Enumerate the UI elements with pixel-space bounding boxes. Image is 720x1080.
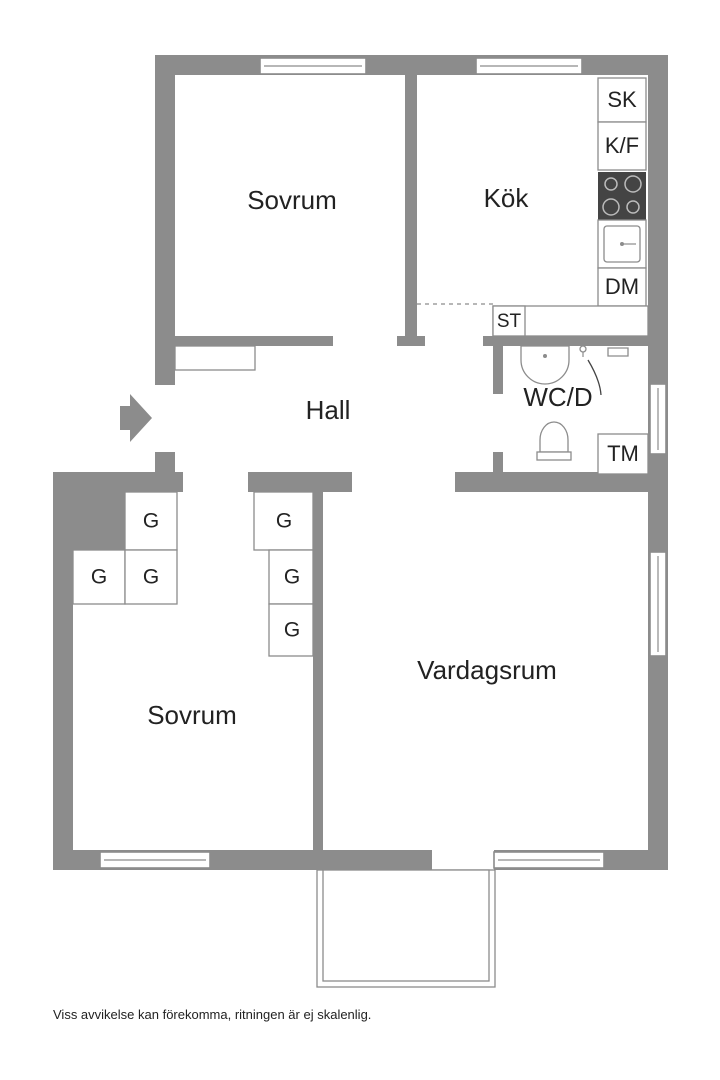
wardrobe-label: G: [143, 510, 159, 533]
disclaimer-text: Viss avvikelse kan förekomma, ritningen …: [53, 1007, 372, 1022]
wardrobe-label: G: [284, 619, 300, 642]
hall-shelf: [174, 345, 256, 371]
room-label-hall: Hall: [306, 395, 351, 425]
kitchen-appliances: [417, 77, 649, 337]
room-label-vardagsrum: Vardagsrum: [417, 655, 557, 685]
openings: [156, 385, 494, 871]
balcony: [316, 869, 496, 988]
room-label-sovrum-top: Sovrum: [247, 185, 337, 215]
wc-fixtures: [520, 345, 649, 475]
appliance-label-kf: K/F: [605, 133, 639, 158]
appliance-label-tm: TM: [607, 441, 639, 466]
windows: [99, 57, 667, 869]
washbasin-icon: [520, 345, 570, 385]
wardrobe-label: G: [91, 566, 107, 589]
room-label-wc: WC/D: [523, 382, 592, 412]
walls: [53, 55, 668, 870]
room-label-kok: Kök: [484, 183, 530, 213]
floor-plan: Sovrum Kök Hall WC/D Vardagsrum Sovrum S…: [53, 55, 668, 988]
appliance-label-dm: DM: [605, 274, 639, 299]
room-label-sovrum-bottom: Sovrum: [147, 700, 237, 730]
wardrobes: [72, 491, 314, 657]
appliance-label-st: ST: [497, 311, 522, 332]
shower-icon: [579, 345, 629, 396]
entrance-arrow-icon: [120, 394, 152, 442]
wardrobe-label: G: [284, 566, 300, 589]
wardrobe-label: G: [276, 510, 292, 533]
wardrobe-label: G: [143, 566, 159, 589]
appliance-label-sk: SK: [607, 87, 637, 112]
toilet-icon: [536, 421, 572, 461]
